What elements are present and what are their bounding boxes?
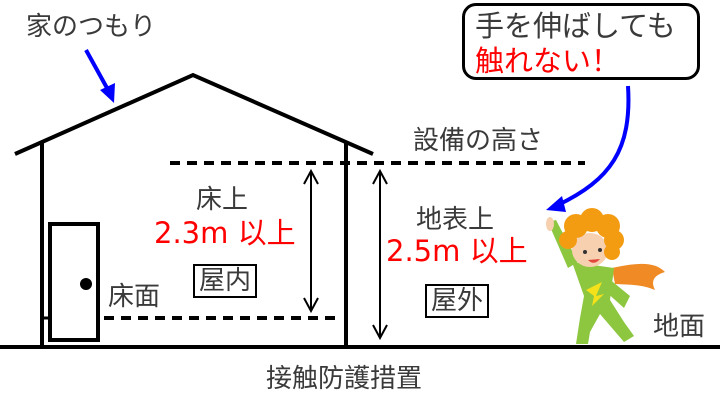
- house-roof: [14, 72, 374, 156]
- character-illustration-icon: [546, 208, 665, 344]
- roof-callout-label: 家のつもり: [26, 12, 157, 42]
- speech-bubble: 手を伸ばしても 触れない！: [462, 3, 700, 80]
- indoor-height-arrow: [303, 168, 319, 314]
- roof-callout-arrow-icon: [84, 49, 115, 103]
- outdoor-box-label: 屋外: [425, 284, 490, 318]
- ground-label: 地面: [653, 312, 706, 342]
- equipment-height-label: 設備の高さ: [413, 126, 544, 156]
- bubble-line-2: 触れない！: [475, 44, 621, 78]
- outdoor-height-value: 2.5m 以上: [386, 234, 528, 268]
- floor-label: 床面: [108, 282, 161, 312]
- outdoor-reference-label: 地表上: [416, 205, 495, 235]
- diagram-title: 接触防護措置: [266, 364, 423, 394]
- bubble-arrow-icon: [546, 85, 631, 212]
- indoor-height-value: 2.3m 以上: [154, 216, 296, 250]
- indoor-box-label: 屋内: [193, 264, 258, 298]
- indoor-reference-label: 床上: [196, 185, 249, 215]
- bubble-line-1: 手を伸ばしても: [475, 9, 676, 43]
- outdoor-height-arrow: [372, 168, 388, 341]
- door-icon: [42, 222, 100, 342]
